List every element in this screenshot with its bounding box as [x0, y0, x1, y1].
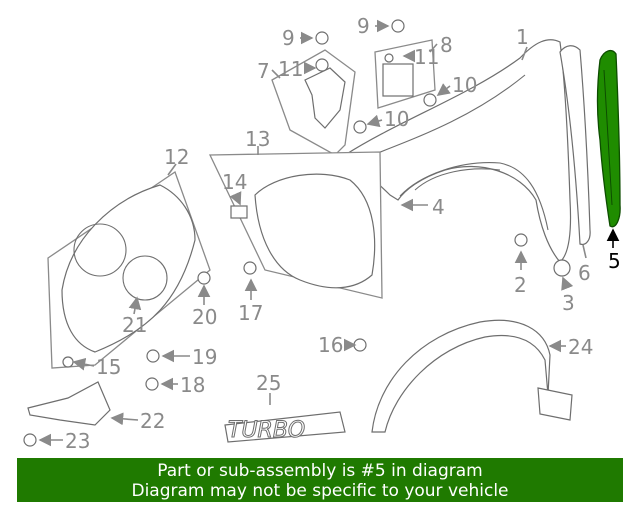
callout-25: 25 — [256, 371, 281, 395]
bracket-part-22[interactable] — [27, 381, 111, 426]
wheel-liner-box-part-12[interactable] — [47, 170, 211, 369]
turbo-emblem-text: TURBO — [228, 418, 305, 443]
callout-14: 14 — [222, 170, 247, 194]
callout-5-highlighted: 5 — [608, 249, 621, 273]
callout-19: 19 — [192, 345, 217, 369]
callout-7: 7 — [257, 59, 270, 83]
callout-6: 6 — [578, 261, 591, 285]
callout-20: 20 — [192, 305, 217, 329]
leader-lines — [38, 19, 620, 447]
callout-11-b: 11 — [414, 45, 439, 69]
callout-1: 1 — [516, 25, 529, 49]
bracket-box-part-7[interactable] — [271, 49, 356, 156]
callout-12: 12 — [164, 145, 189, 169]
trim-strip-part-6[interactable] — [559, 45, 591, 245]
bracket-box-part-8[interactable] — [374, 39, 436, 109]
callout-18: 18 — [180, 373, 205, 397]
callout-15: 15 — [96, 355, 121, 379]
callout-10-a: 10 — [452, 73, 477, 97]
callout-11-a: 11 — [278, 57, 303, 81]
footer-banner: Part or sub-assembly is #5 in diagram Di… — [17, 458, 623, 502]
callout-9-a: 9 — [282, 26, 295, 50]
callout-8: 8 — [440, 33, 453, 57]
footer-line-2: Diagram may not be specific to your vehi… — [131, 481, 509, 501]
footer-line-1: Part or sub-assembly is #5 in diagram — [157, 461, 483, 481]
turbo-emblem-part-25[interactable]: TURBO — [224, 411, 346, 444]
seal-part-5-highlighted[interactable] — [596, 49, 621, 228]
wheel-liner-box-part-13[interactable] — [208, 151, 383, 299]
callout-10-b: 10 — [384, 107, 409, 131]
fasteners — [23, 19, 571, 447]
callout-4: 4 — [432, 195, 445, 219]
callout-3: 3 — [562, 291, 575, 315]
callout-24: 24 — [568, 335, 593, 359]
callout-17: 17 — [238, 301, 263, 325]
callout-22: 22 — [140, 409, 165, 433]
parts-diagram: TURBO — [23, 14, 621, 453]
callout-21: 21 — [122, 313, 147, 337]
callout-13: 13 — [245, 127, 270, 151]
callout-2: 2 — [514, 273, 527, 297]
callout-9-b: 9 — [357, 14, 370, 38]
callout-labels: 1 2 3 4 5 6 7 8 9 9 10 10 11 11 12 13 14… — [65, 14, 621, 453]
arch-trim-part-24[interactable] — [371, 319, 573, 433]
callout-23: 23 — [65, 429, 90, 453]
callout-16: 16 — [318, 333, 343, 357]
